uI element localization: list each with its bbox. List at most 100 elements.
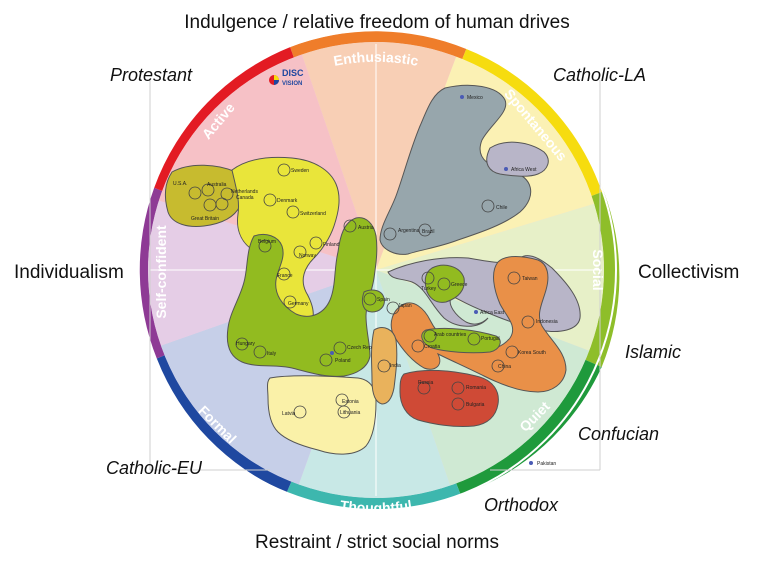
axis-label-left: Individualism [14,262,124,283]
dot-mexico [460,95,464,99]
label-latvia: Latvia [282,411,296,417]
marker-poland [319,353,333,367]
label-poland: Poland [335,358,351,364]
label-greece: Greece [451,282,468,288]
label-canada: Canada [236,195,254,201]
label-netherlands: Netherlands [231,189,258,195]
label-australia: Australia [207,182,227,188]
dot-poland [330,351,334,355]
label-russia: Russia [418,380,434,386]
label-india: India [390,363,401,369]
religion-label-islamic: Islamic [625,342,681,362]
marker-great-britain [203,198,217,212]
label-germany: Germany [288,301,309,307]
label-france: France [277,273,293,279]
marker-denmark [263,193,277,207]
marker-india [377,359,391,373]
cluster-greece [424,264,465,303]
segment-label-self-confident: Self-confident [153,225,169,319]
label-lithuania: Lithuania [340,410,361,416]
label-portugal: Portugal [481,336,500,342]
cluster-spain-link [361,289,385,313]
dot-pakistan [529,461,533,465]
label-sweden: Sweden [291,168,309,174]
marker-germany [283,295,297,309]
frame-lines [149,80,601,471]
label-finland: Finland [323,242,340,248]
dot-africa-west [504,167,508,171]
label-czech-rep: Czech Rep [347,345,372,351]
marker-norway [293,245,307,259]
label-arab-countries: Arab countries [434,332,467,338]
marker-lithuania [337,405,351,419]
marker-chile [481,199,495,213]
label-indonesia: Indonesia [536,319,558,325]
marker-brazil [418,223,432,237]
label-africa-east: Africa East [480,310,505,316]
label-china: China [498,364,511,370]
marker-sweden [277,163,291,177]
marker-czech-rep [333,341,347,355]
label-croatia: Croatia [424,344,440,350]
label-switzerland: Switzerland [300,211,326,217]
marker-bulgaria [451,397,465,411]
marker-korea-south [505,345,519,359]
label-great-britain: Great Britain [191,216,219,222]
religion-label-protestant: Protestant [110,65,193,85]
label-turkey: Turkey [421,286,437,292]
marker-hungary [235,337,249,351]
cluster-arab [421,327,501,354]
label-bulgaria: Bulgaria [466,402,485,408]
svg-text:VISION: VISION [282,81,302,87]
inner-sectors [148,42,604,498]
label-korea-south: Korea South [518,350,546,356]
religion-label-catholic-la: Catholic-LA [553,65,646,85]
marker-finland [309,236,323,250]
religion-label-orthodox: Orthodox [484,495,559,515]
label-spain: Spain [377,297,390,303]
marker-belgium [258,239,272,253]
clusters [164,84,581,455]
marker-usa [188,186,202,200]
label-hungary: Hungary [236,341,255,347]
marker-portugal [467,332,481,346]
label-argentina: Argentina [398,228,420,234]
label-chile: Chile [496,205,508,211]
cluster-baltic [267,375,377,455]
country-markers [188,163,535,419]
segment-label-enthusiastic: Enthusiastic [332,49,420,69]
marker-taiwan [507,271,521,285]
marker-france [277,267,291,281]
dot-markers [330,95,533,465]
marker-japan [386,301,400,315]
label-romania: Romania [466,385,486,391]
marker-turkey [421,271,435,285]
marker-spain [363,292,377,306]
cluster-orthodox [399,369,499,427]
disc-vision-logo: DISC VISION [269,68,304,87]
marker-croatia [411,339,425,353]
label-taiwan: Taiwan [522,276,538,282]
religion-label-confucian: Confucian [578,424,659,444]
marker-italy [253,345,267,359]
religion-label-catholic-eu: Catholic-EU [106,458,203,478]
label-usa: U.S.A. [173,181,187,187]
marker-russia [417,381,431,395]
marker-switzerland [286,205,300,219]
label-belgium: Belgium [258,239,276,245]
cluster-latin-america [379,84,532,255]
svg-text:DISC: DISC [282,68,304,78]
cluster-anglo [164,164,244,227]
marker-indonesia [521,315,535,329]
marker-arab-countries [423,329,437,343]
label-austria: Austria [358,225,374,231]
marker-greece [437,277,451,291]
axis-label-right: Collectivism [638,262,739,283]
marker-latvia [293,405,307,419]
label-pakistan: Pakistan [537,461,556,467]
country-labels: U.S.A. Australia Netherlands Canada Grea… [173,95,558,467]
dot-africa-east [474,310,478,314]
segment-label-social: Social [590,249,606,290]
marker-argentina [383,227,397,241]
marker-austria [343,219,357,233]
